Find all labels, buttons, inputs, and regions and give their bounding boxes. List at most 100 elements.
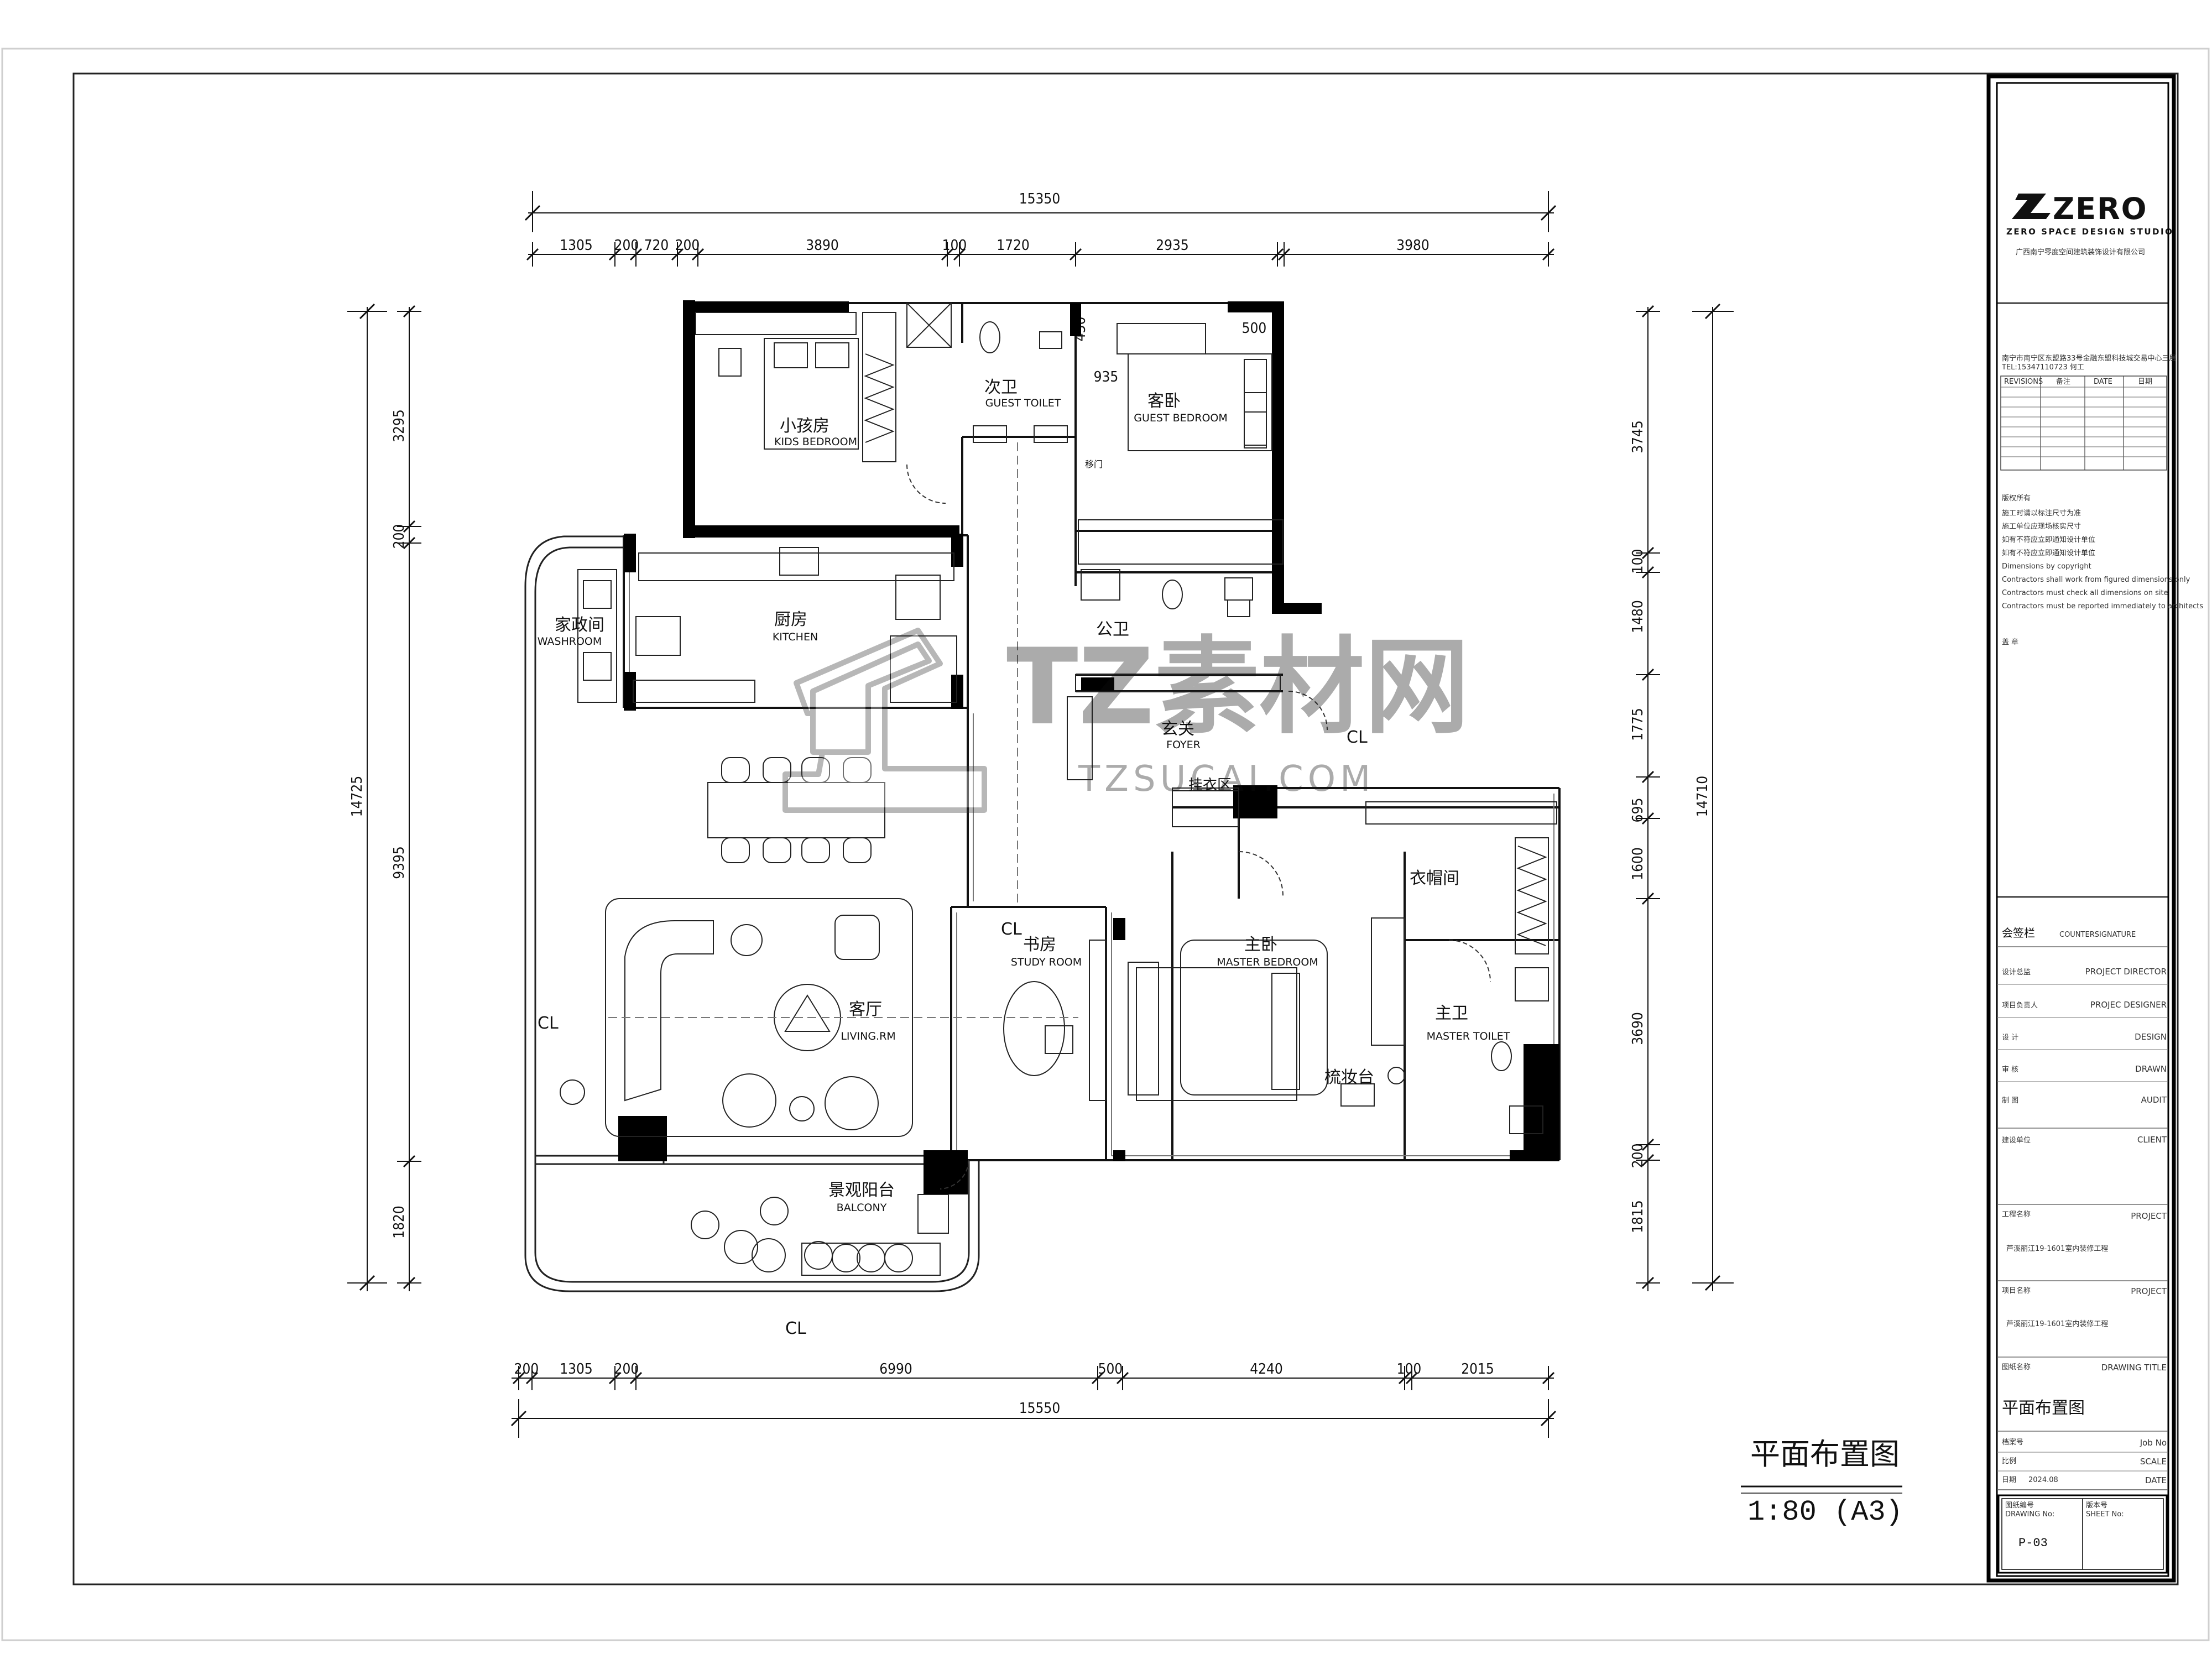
note-6: Contractors shall work from figured dime… [2002,576,2190,584]
right-ticks-slash-4 [1641,770,1655,784]
job-cn: 档案号 [2002,1438,2023,1447]
label-balcony-cn: 景观阳台 [828,1181,895,1200]
project-name: 芦溪丽江19-1601室内装修工程 [2006,1244,2108,1253]
dim-bottom-3: 200 [614,1361,639,1378]
rev-header-4: 日期 [2138,378,2152,386]
drawing-border [72,72,2179,1585]
role-2-cn: 项目负责人 [2002,1001,2038,1010]
dim-left-4: 1820 [391,1206,408,1239]
label-foyer-en: FOYER [1166,739,1201,751]
dim-right-1: 3745 [1630,420,1646,453]
cl-markers: CL CL CL CL [538,728,1368,1338]
zero-logo: ZERO ZERO SPACE DESIGN STUDIO [2006,191,2173,237]
note-7: Contractors must check all dimensions on… [2002,589,2168,597]
note-3: 如有不符应立即通知设计单位 [2002,535,2095,544]
label-kitchen-cn: 厨房 [774,610,807,629]
label-master-cn: 主卧 [1244,935,1277,954]
studio-name: ZERO SPACE DESIGN STUDIO [2006,227,2173,237]
label-vanity-cn: 梳妆台 [1324,1068,1374,1087]
dim-top-9: 3980 [1396,237,1430,254]
bottom-ticks-slash-8 [1542,1371,1555,1385]
bottom-ticks-slash-1 [525,1371,539,1385]
project-cn: 工程名称 [2002,1210,2031,1219]
label-foyer-cn: 玄关 [1161,719,1194,739]
role-5-en: AUDIT [2141,1095,2167,1105]
dim-top-8: 2935 [1156,237,1189,254]
drawing-title: 平面布置图 [2002,1399,2085,1418]
dim-left-total: 14725 [349,776,366,817]
dim-right-5: 695 [1630,798,1646,823]
top-ticks-slash-4 [691,248,705,261]
left-ticks-slash-0 [403,305,416,318]
client-cn: 建设单位 [2002,1136,2031,1145]
notes: 版权所有 施工时请以标注尺寸为准 施工单位应现场核实尺寸 如有不符应立即通知设计… [2002,494,2203,646]
dimension-labels: 15350 1305 200 720 200 3890 100 1720 293… [349,191,1711,1417]
label-public-toilet-cn: 公卫 [1096,620,1129,639]
top-ticks-slash-8 [1271,248,1284,261]
plan-title: 平面布置图 1:80 (A3) [1741,1437,1903,1528]
cl-mark-bottom: CL [785,1319,806,1338]
label-living-en: LIVING.RM [841,1030,895,1042]
revision-table: REVISIONS 备注 DATE 日期 [2000,375,2167,471]
top-ticks-slash-6 [953,248,966,261]
right-ticks-slash-8 [1641,1154,1655,1167]
role-1-en: PROJECT DIRECTOR [2085,967,2167,977]
dim-top-3: 720 [644,237,669,254]
watermark-logo [782,628,987,813]
scale-cn: 比例 [2002,1457,2016,1465]
label-living-cn: 客厅 [849,1000,882,1019]
dim-top-2: 200 [614,237,639,254]
note-2: 施工单位应现场核实尺寸 [2002,522,2081,531]
role-1-cn: 设计总监 [2002,968,2031,977]
top-ticks-slash-10 [1542,248,1555,261]
item-name: 芦溪丽江19-1601室内装修工程 [2006,1319,2108,1328]
watermark-url: TZSUCAI.COM [1078,759,1375,800]
label-hang-cn: 挂衣区 [1188,777,1232,794]
item-en: PROJECT [2131,1286,2167,1296]
dim-right-7: 3690 [1630,1012,1646,1045]
dim-right-8: 200 [1630,1144,1646,1168]
right-ticks-slash-2 [1641,566,1655,579]
countersign-en: COUNTERSIGNATURE [2059,931,2136,939]
dim-top-1: 1305 [560,237,593,254]
role-rows: 设计总监 PROJECT DIRECTOR 项目负责人 PROJEC DESIG… [1997,967,2168,1129]
top-ticks-slash-5 [941,248,954,261]
dim-top-6: 100 [942,237,967,254]
dim-top-4: 200 [675,237,700,254]
project-en: PROJECT [2131,1211,2167,1221]
drawing-title-cn: 图纸名称 [2002,1363,2031,1371]
dim-bottom-2: 1305 [560,1361,593,1378]
bottom-ticks-slash-2 [608,1371,622,1385]
dimension-lines [347,191,1734,1438]
label-cloak-cn: 衣帽间 [1410,869,1459,888]
bottom-ticks-slash-7 [1405,1371,1418,1385]
label-guest-toilet-en: GUEST TOILET [985,397,1061,409]
date-en: DATE [2145,1475,2167,1485]
label-study-en: STUDY ROOM [1011,956,1082,968]
dim-top-total: 15350 [1019,191,1060,207]
notes-title: 版权所有 [2002,494,2031,503]
label-kids-en: KIDS BEDROOM [774,436,857,448]
right-ticks-slash-6 [1641,892,1655,905]
label-master-en: MASTER BEDROOM [1217,956,1318,968]
bottom-ticks-slash-3 [629,1371,643,1385]
top-ticks-slash-7 [1069,248,1082,261]
role-2-en: PROJEC DESIGNER [2090,1000,2167,1010]
dim-top-7: 1720 [997,237,1030,254]
dim-bottom-5: 500 [1098,1361,1123,1378]
dim-right-total: 14710 [1694,776,1711,817]
watermark: TZ素材网 TZSUCAI.COM [782,626,1469,813]
drawing-title-en: DRAWING TITLE [2101,1363,2167,1373]
role-3-cn: 设 计 [2002,1034,2018,1042]
role-3-en: DESIGN [2135,1032,2167,1042]
plan-title-cn: 平面布置图 [1750,1437,1900,1472]
dim-bottom-4: 6990 [879,1361,912,1378]
dim-top-5: 3890 [806,237,839,254]
label-wash-cn: 家政间 [555,615,604,635]
note-4: 如有不符应立即通知设计单位 [2002,549,2095,557]
label-guest-bed-cn: 客卧 [1147,392,1181,411]
dim-right-6: 1600 [1630,847,1646,880]
top-ticks-slash-0 [526,248,539,261]
job-en: Job No [2140,1438,2167,1448]
cl-mark-foyer: CL [1347,728,1368,747]
